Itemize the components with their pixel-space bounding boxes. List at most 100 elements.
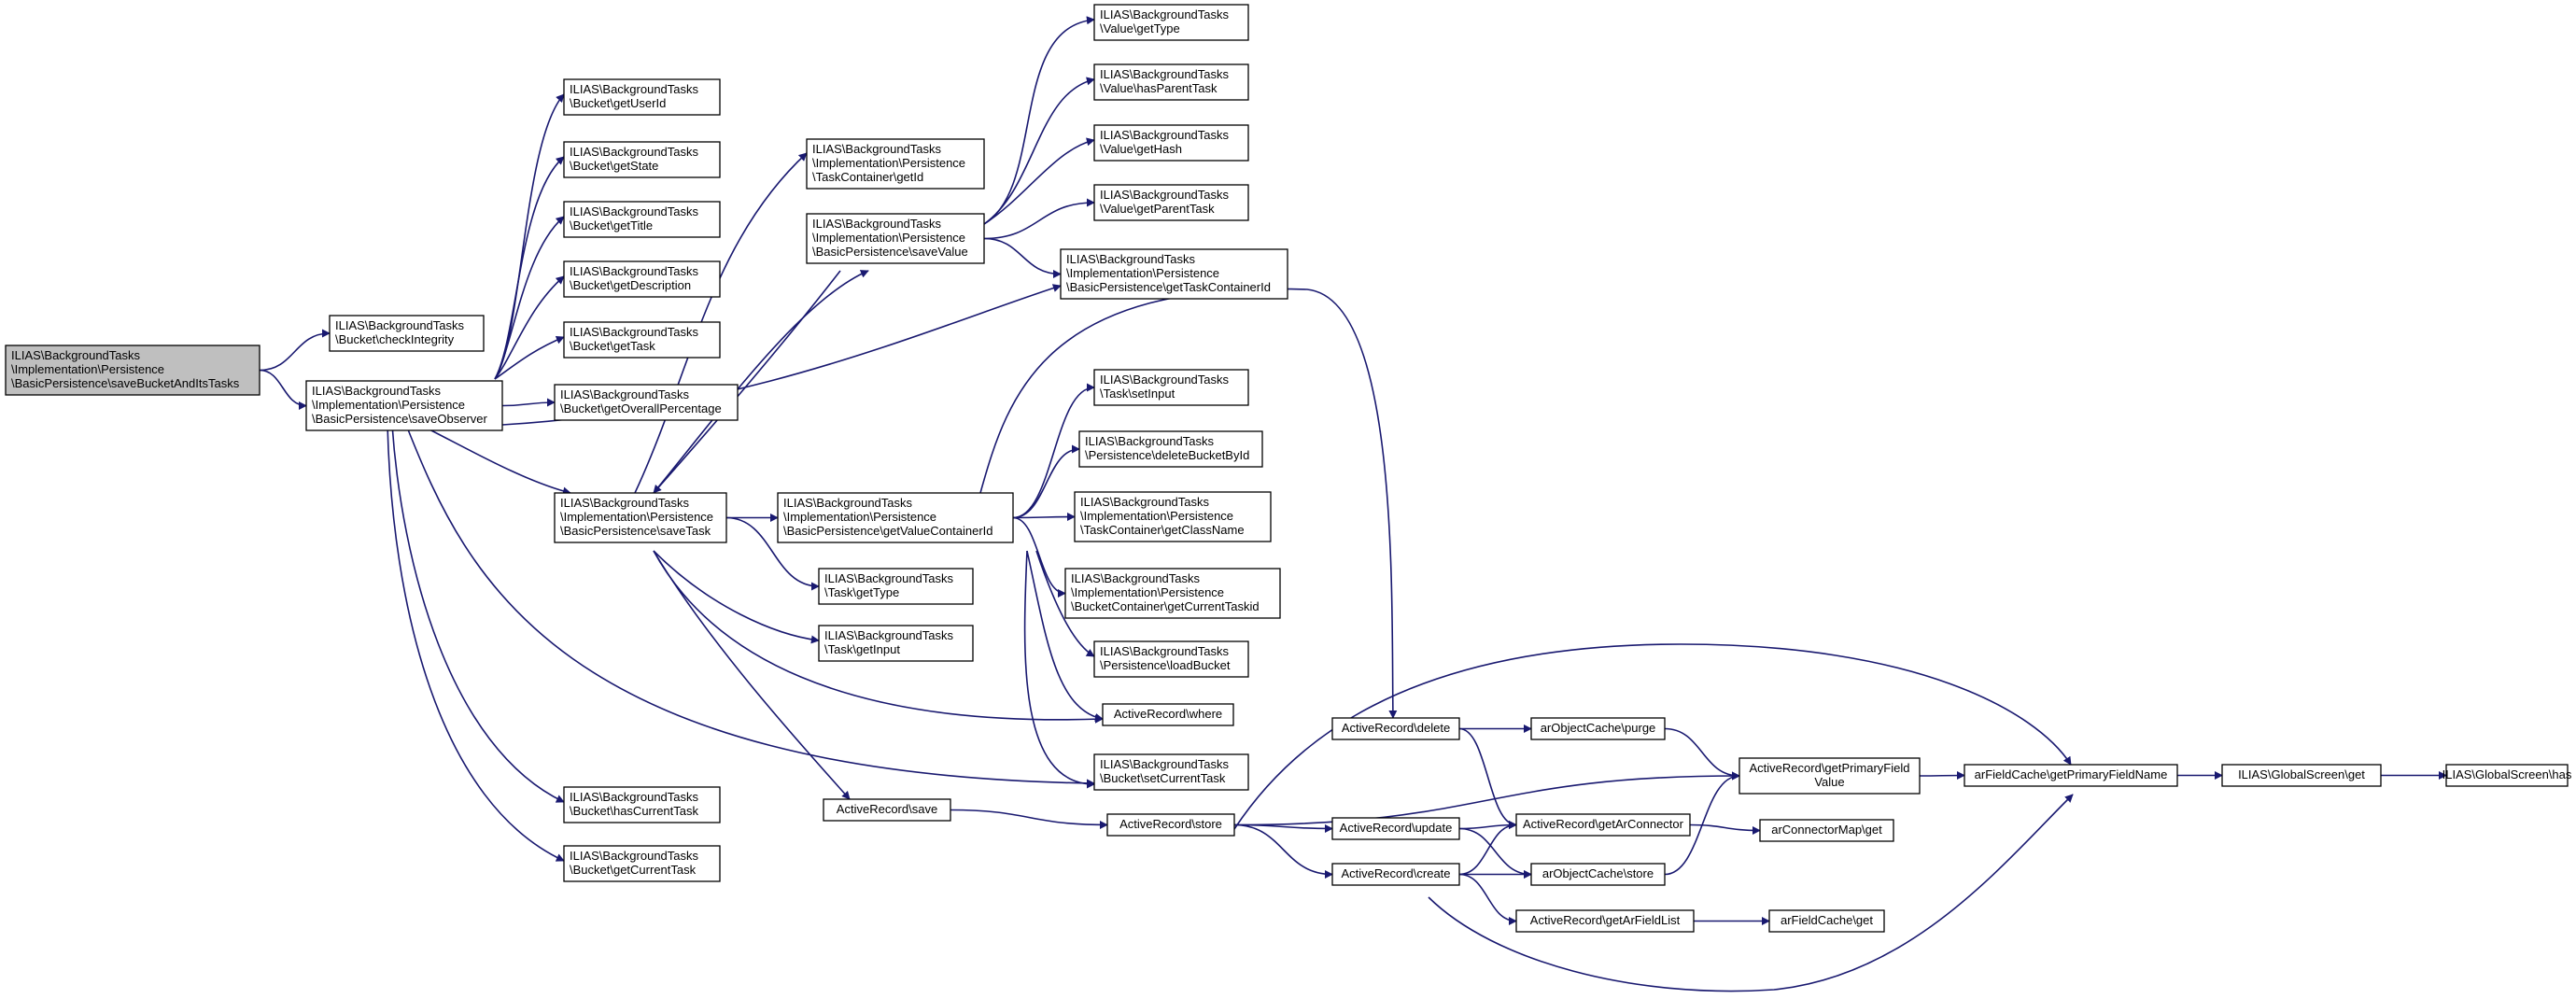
node-label: \Implementation\Persistence — [783, 510, 936, 524]
node-label: \Task\getType — [824, 585, 899, 599]
node-getArConnector[interactable]: ActiveRecord\getArConnector — [1515, 813, 1691, 837]
node-label: arFieldCache\get — [1781, 913, 1873, 927]
node-label: ActiveRecord\save — [837, 802, 937, 816]
node-taskGetType[interactable]: ILIAS\BackgroundTasks\Task\getType — [818, 568, 974, 605]
edge-saveTask-to-taskGetType — [725, 516, 820, 591]
node-label: ILIAS\BackgroundTasks — [570, 145, 699, 159]
node-box — [554, 384, 739, 421]
node-label: ILIAS\BackgroundTasks — [1071, 571, 1201, 585]
node-getOverallPercentage[interactable]: ILIAS\BackgroundTasks\Bucket\getOverallP… — [554, 384, 739, 421]
edge-arCreate-to-getPrimaryFieldName — [1428, 794, 2074, 992]
node-box — [305, 380, 503, 431]
node-label: ILIAS\BackgroundTasks — [570, 264, 699, 278]
node-getTitle[interactable]: ILIAS\BackgroundTasks\Bucket\getTitle — [563, 201, 721, 238]
node-getValueContainerId[interactable]: ILIAS\BackgroundTasks\Implementation\Per… — [777, 492, 1014, 543]
node-getState[interactable]: ILIAS\BackgroundTasks\Bucket\getState — [563, 141, 721, 178]
node-box — [563, 141, 721, 178]
node-arUpdate[interactable]: ActiveRecord\update — [1331, 817, 1460, 840]
node-box — [818, 625, 974, 662]
node-box — [806, 138, 985, 190]
node-arWhere[interactable]: ActiveRecord\where — [1102, 703, 1234, 726]
edge-saveValue-to-saveTask — [653, 270, 841, 494]
node-getArFieldList[interactable]: ActiveRecord\getArFieldList — [1515, 909, 1695, 933]
node-setCurrentTask[interactable]: ILIAS\BackgroundTasks\Bucket\setCurrentT… — [1093, 753, 1249, 791]
node-arStore[interactable]: ActiveRecord\store — [1106, 813, 1235, 837]
node-label: ILIAS\BackgroundTasks — [570, 849, 699, 863]
node-label: ILIAS\BackgroundTasks — [570, 790, 699, 804]
edge-arCreate-to-getArConnector — [1458, 821, 1517, 876]
edge-arStore-to-arCreate — [1233, 823, 1333, 879]
node-box — [5, 345, 260, 396]
edge-arStore-to-getPrimaryFieldName — [1233, 643, 2072, 830]
edge-saveValue-to-getHash — [983, 137, 1095, 225]
node-hasCurrentTask[interactable]: ILIAS\BackgroundTasks\Bucket\hasCurrentT… — [563, 786, 721, 823]
node-hasParentTask[interactable]: ILIAS\BackgroundTasks\Value\hasParentTas… — [1093, 63, 1249, 101]
node-getClassName[interactable]: ILIAS\BackgroundTasks\Implementation\Per… — [1074, 491, 1272, 542]
node-valueGetType[interactable]: ILIAS\BackgroundTasks\Value\getType — [1093, 4, 1249, 41]
node-getDescription[interactable]: ILIAS\BackgroundTasks\Bucket\getDescript… — [563, 260, 721, 298]
node-label: \Implementation\Persistence — [1071, 585, 1224, 599]
node-getUserId[interactable]: ILIAS\BackgroundTasks\Bucket\getUserId — [563, 78, 721, 116]
node-box — [563, 321, 721, 359]
node-label: ILIAS\GlobalScreen\has — [2442, 767, 2572, 781]
node-label: \Value\getHash — [1100, 142, 1182, 156]
edge-saveObserver-to-getCurrentTask — [387, 424, 565, 862]
node-box — [563, 78, 721, 116]
node-getParentTask[interactable]: ILIAS\BackgroundTasks\Value\getParentTas… — [1093, 184, 1249, 221]
node-checkIntegrity[interactable]: ILIAS\BackgroundTasks\Bucket\checkIntegr… — [329, 315, 485, 352]
node-box — [2221, 764, 2382, 787]
node-arDelete[interactable]: ActiveRecord\delete — [1331, 717, 1460, 740]
edge-arCreate-to-getArFieldList — [1458, 873, 1517, 925]
node-box — [1515, 813, 1691, 837]
node-root[interactable]: ILIAS\BackgroundTasks\Implementation\Per… — [5, 345, 260, 396]
node-bucketGetTask[interactable]: ILIAS\BackgroundTasks\Bucket\getTask — [563, 321, 721, 359]
edge-arUpdate-to-cacheStore — [1458, 827, 1532, 879]
node-getCurrentTaskid[interactable]: ILIAS\BackgroundTasks\Implementation\Per… — [1064, 568, 1281, 619]
edge-saveObserver-to-setCurrentTask — [405, 424, 1095, 788]
node-box — [563, 201, 721, 238]
node-arSave[interactable]: ActiveRecord\save — [823, 798, 951, 822]
node-label: \Implementation\Persistence — [1080, 509, 1233, 523]
node-label: \Bucket\getDescription — [570, 278, 691, 292]
node-box — [1093, 4, 1249, 41]
node-cacheStore[interactable]: arObjectCache\store — [1530, 863, 1666, 886]
node-deleteBucketById[interactable]: ILIAS\BackgroundTasks\Persistence\delete… — [1078, 430, 1263, 468]
node-getCurrentTask[interactable]: ILIAS\BackgroundTasks\Bucket\getCurrentT… — [563, 845, 721, 882]
node-label: \Bucket\checkIntegrity — [335, 332, 455, 346]
node-label: ILIAS\BackgroundTasks — [783, 496, 913, 510]
edge-root-to-saveObserver — [259, 369, 307, 410]
node-label: \Bucket\getUserId — [570, 96, 666, 110]
node-label: ILIAS\BackgroundTasks — [570, 204, 699, 218]
node-fieldCacheGet[interactable]: arFieldCache\get — [1768, 909, 1885, 933]
node-taskGetInput[interactable]: ILIAS\BackgroundTasks\Task\getInput — [818, 625, 974, 662]
edge-getPrimaryFieldValue-to-getPrimaryFieldName — [1919, 771, 1965, 781]
node-box — [1331, 817, 1460, 840]
node-getPrimaryFieldName[interactable]: arFieldCache\getPrimaryFieldName — [1964, 764, 2178, 787]
node-box — [1331, 717, 1460, 740]
node-tcGetId[interactable]: ILIAS\BackgroundTasks\Implementation\Per… — [806, 138, 985, 190]
node-box — [1738, 757, 1921, 795]
node-gsGet[interactable]: ILIAS\GlobalScreen\get — [2221, 764, 2382, 787]
node-label: \BasicPersistence\getValueContainerId — [783, 524, 993, 538]
node-saveValue[interactable]: ILIAS\BackgroundTasks\Implementation\Per… — [806, 213, 985, 264]
node-label: ActiveRecord\store — [1119, 817, 1222, 831]
node-arCreate[interactable]: ActiveRecord\create — [1331, 863, 1460, 886]
node-label: ILIAS\BackgroundTasks — [312, 384, 442, 398]
node-getHash[interactable]: ILIAS\BackgroundTasks\Value\getHash — [1093, 124, 1249, 162]
node-connectorMapGet[interactable]: arConnectorMap\get — [1759, 819, 1894, 842]
node-box — [2445, 764, 2569, 787]
node-setInput[interactable]: ILIAS\BackgroundTasks\Task\setInput — [1093, 369, 1249, 406]
node-label: ILIAS\BackgroundTasks — [1100, 67, 1230, 81]
node-box — [563, 786, 721, 823]
node-saveTask[interactable]: ILIAS\BackgroundTasks\Implementation\Per… — [554, 492, 727, 543]
node-saveObserver[interactable]: ILIAS\BackgroundTasks\Implementation\Per… — [305, 380, 503, 431]
edge-saveObserver-to-getDescription — [494, 275, 565, 380]
node-label: \Task\getInput — [824, 642, 900, 656]
nodes-layer: ILIAS\BackgroundTasks\Implementation\Per… — [5, 4, 2572, 933]
node-getTaskContainerId[interactable]: ILIAS\BackgroundTasks\Implementation\Per… — [1060, 248, 1288, 300]
node-cachePurge[interactable]: arObjectCache\purge — [1530, 717, 1666, 740]
node-loadBucket[interactable]: ILIAS\BackgroundTasks\Persistence\loadBu… — [1093, 640, 1249, 678]
edge-getValueContainerId-to-getCurrentTaskid — [1012, 516, 1066, 598]
node-gsHas[interactable]: ILIAS\GlobalScreen\has — [2442, 764, 2572, 787]
